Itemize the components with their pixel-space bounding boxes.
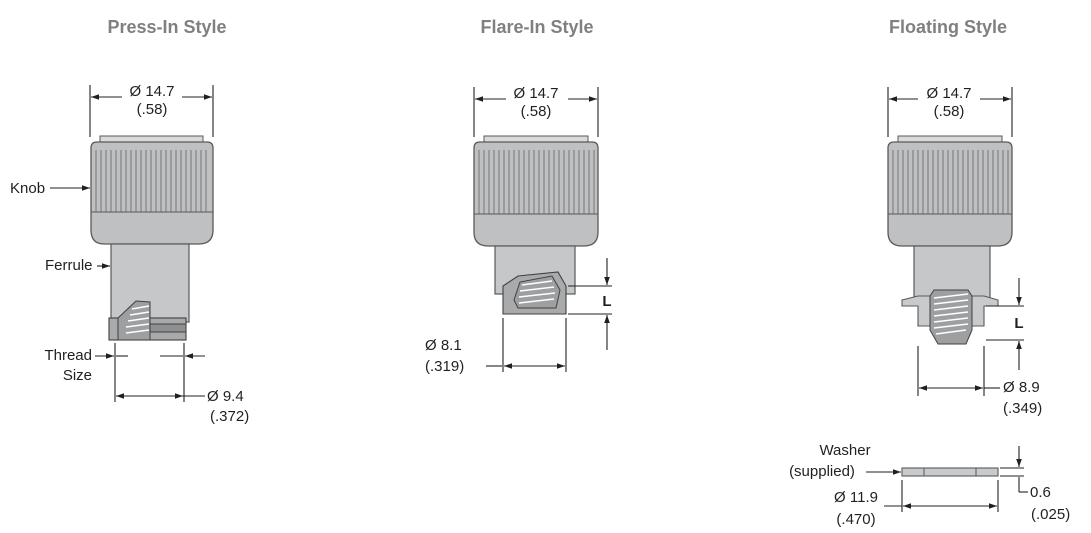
flare-in-top-dia-mm: Ø 14.7	[513, 85, 558, 102]
floating-l-label: L	[1014, 315, 1023, 332]
press-in-title: Press-In Style	[107, 17, 226, 37]
floating-washer-dia-in: (.470)	[836, 511, 875, 528]
flare-in-bottom-dia-mm: Ø 8.1	[425, 337, 462, 354]
press-in-bottom-dia-mm: Ø 9.4	[207, 388, 244, 405]
flare-in-knob	[473, 141, 599, 247]
press-in-thread-label-1: Thread	[44, 347, 92, 364]
floating-washer-thk-in: (.025)	[1031, 506, 1070, 523]
press-in-style: Press-In Style Ø 14.7 (.58)	[10, 17, 249, 425]
press-in-top-dia-mm: Ø 14.7	[129, 83, 174, 100]
floating-ferrule	[913, 245, 991, 299]
floating-top-dia-in: (.58)	[934, 103, 965, 120]
floating-bottom-dia-mm: Ø 8.9	[1003, 379, 1040, 396]
press-in-bottom-dia-in: (.372)	[210, 408, 249, 425]
flare-in-thread-lines	[518, 280, 556, 304]
floating-washer-label-2: (supplied)	[789, 463, 855, 480]
floating-top-dia-mm: Ø 14.7	[926, 85, 971, 102]
flare-in-top-dia-in: (.58)	[521, 103, 552, 120]
floating-washer-thk-mm: 0.6	[1030, 484, 1051, 501]
floating-washer	[901, 467, 999, 477]
flare-in-title: Flare-In Style	[480, 17, 593, 37]
flare-in-knob-ribs	[478, 150, 595, 214]
floating-knob-ribs	[892, 150, 1009, 214]
press-in-thread-lines	[125, 305, 150, 334]
flare-in-l-label: L	[602, 293, 611, 310]
press-in-thread-label-2: Size	[63, 367, 92, 384]
floating-washer-label-1: Washer	[819, 442, 870, 459]
press-in-top-dia-in: (.58)	[137, 101, 168, 118]
press-in-knob-label: Knob	[10, 180, 45, 197]
floating-bottom-dia-in: (.349)	[1003, 400, 1042, 417]
floating-style: Floating Style Ø 14.7 (.58)	[789, 17, 1070, 528]
floating-thread-lines	[933, 293, 969, 335]
flare-in-style: Flare-In Style Ø 14.7 (.58)	[425, 17, 612, 375]
floating-knob	[887, 141, 1013, 247]
floating-washer-dia-mm: Ø 11.9	[834, 489, 878, 506]
press-in-knob	[90, 141, 214, 245]
floating-title: Floating Style	[889, 17, 1007, 37]
press-in-shank-step	[149, 323, 187, 333]
press-in-knob-ribs	[95, 150, 207, 212]
press-in-ferrule-label: Ferrule	[45, 257, 93, 274]
flare-in-bottom-dia-in: (.319)	[425, 358, 464, 375]
